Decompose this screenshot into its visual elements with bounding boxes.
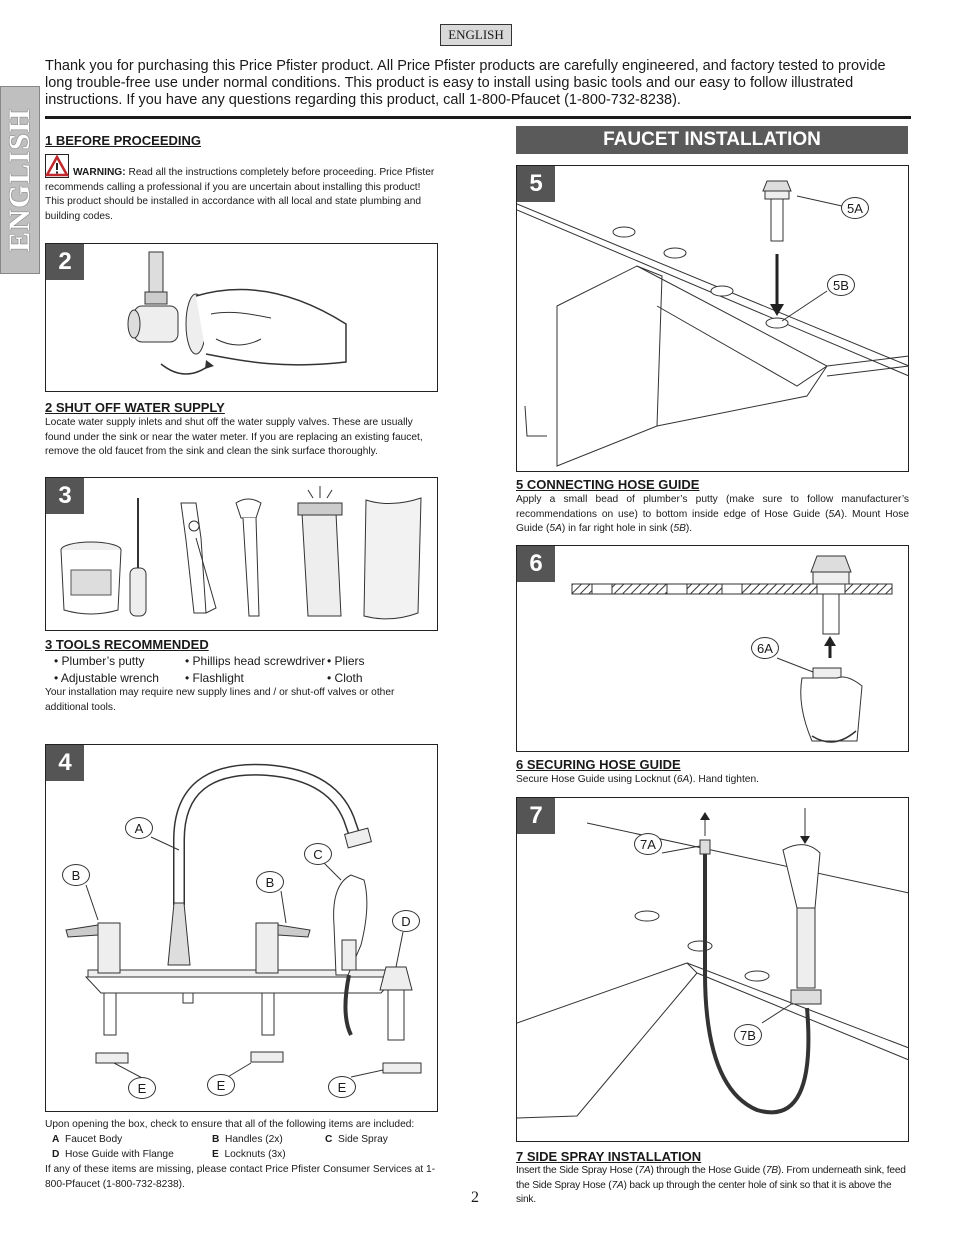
step7-heading: 7 SIDE SPRAY INSTALLATION — [516, 1149, 702, 1164]
faucet-installation-title: FAUCET INSTALLATION — [516, 126, 908, 154]
callout-5a: 5A — [841, 197, 869, 219]
step1-heading: 1 BEFORE PROCEEDING — [45, 133, 202, 148]
tool-item: • Flashlight — [185, 671, 244, 685]
callout-e: E — [207, 1074, 235, 1096]
step7-badge: 7 — [517, 798, 555, 834]
parts-item-d: D Hose Guide with Flange — [52, 1149, 174, 1160]
step5-text: Apply a small bead of plumber’s putty (m… — [516, 494, 909, 534]
step5-illustration: 5 5A 5B — [516, 165, 910, 472]
side-spray-drawing — [517, 808, 910, 1119]
step4-check-text: Upon opening the box, check to ensure th… — [45, 1119, 415, 1130]
step7-text: Insert the Side Spray Hose (7A) through … — [516, 1165, 906, 1205]
step2-text: Locate water supply inlets and shut off … — [45, 417, 423, 457]
step2-illustration: 2 — [45, 243, 438, 392]
warning-label: WARNING: — [73, 167, 126, 178]
callout-c: C — [304, 843, 332, 865]
step7-illustration: 7 7A 7B — [516, 797, 910, 1142]
step6-illustration: 6 6A — [516, 545, 909, 752]
callout-e: E — [128, 1077, 156, 1099]
step3-heading: 3 TOOLS RECOMMENDED — [45, 637, 209, 652]
callout-b: B — [256, 871, 284, 893]
step2-heading: 2 SHUT OFF WATER SUPPLY — [45, 400, 225, 415]
language-tab: ENGLISH — [440, 24, 512, 46]
step1-warning: WARNING: Read all the instructions compl… — [45, 166, 439, 224]
step3-illustration: 3 — [45, 477, 438, 631]
callout-7b: 7B — [734, 1024, 762, 1046]
locknut-drawing — [571, 555, 893, 743]
step3-badge: 3 — [46, 478, 84, 514]
step4-missing-text: If any of these items are missing, pleas… — [45, 1164, 436, 1190]
tool-item: • Pliers — [327, 654, 365, 668]
intro-paragraph: Thank you for purchasing this Price Pfis… — [45, 58, 886, 108]
step6-heading: 6 SECURING HOSE GUIDE — [516, 757, 681, 772]
warning-icon — [45, 154, 69, 178]
tool-item: • Adjustable wrench — [54, 671, 159, 685]
parts-item-b: B Handles (2x) — [212, 1134, 283, 1145]
tool-item: • Plumber’s putty — [54, 654, 145, 668]
step5-badge: 5 — [517, 166, 555, 202]
step4-badge: 4 — [46, 745, 84, 781]
side-language-tab: ENGLISH — [0, 86, 40, 274]
callout-d: D — [392, 910, 420, 932]
step5-heading: 5 CONNECTING HOSE GUIDE — [516, 477, 700, 492]
callout-e: E — [328, 1076, 356, 1098]
step6-badge: 6 — [517, 546, 555, 582]
callout-7a: 7A — [634, 833, 662, 855]
callout-5b: 5B — [827, 274, 855, 296]
step4-illustration: 4 A B B C D E E E — [45, 744, 438, 1112]
callout-a: A — [125, 817, 153, 839]
step3-note: Your installation may require new supply… — [45, 687, 395, 713]
warning-text: Read all the instructions completely bef… — [45, 167, 435, 222]
faucet-parts-drawing — [65, 763, 422, 1081]
callout-6a: 6A — [751, 637, 779, 659]
sink-hose-guide-drawing — [517, 180, 910, 467]
side-language-label: ENGLISH — [3, 108, 36, 252]
step6-text: Secure Hose Guide using Locknut (6A). Ha… — [516, 774, 759, 785]
tool-item: • Phillips head screwdriver — [185, 654, 326, 668]
parts-item-c: C Side Spray — [325, 1134, 388, 1145]
step2-badge: 2 — [46, 244, 84, 280]
shutoff-valve-drawing — [127, 251, 347, 375]
parts-item-a: A Faucet Body — [52, 1134, 123, 1145]
tool-item: • Cloth — [327, 671, 363, 685]
page-number: 2 — [471, 1189, 479, 1206]
tools-drawing — [60, 486, 422, 620]
header-rule — [45, 116, 911, 119]
callout-b: B — [62, 864, 90, 886]
parts-item-e: E Locknuts (3x) — [212, 1149, 286, 1160]
